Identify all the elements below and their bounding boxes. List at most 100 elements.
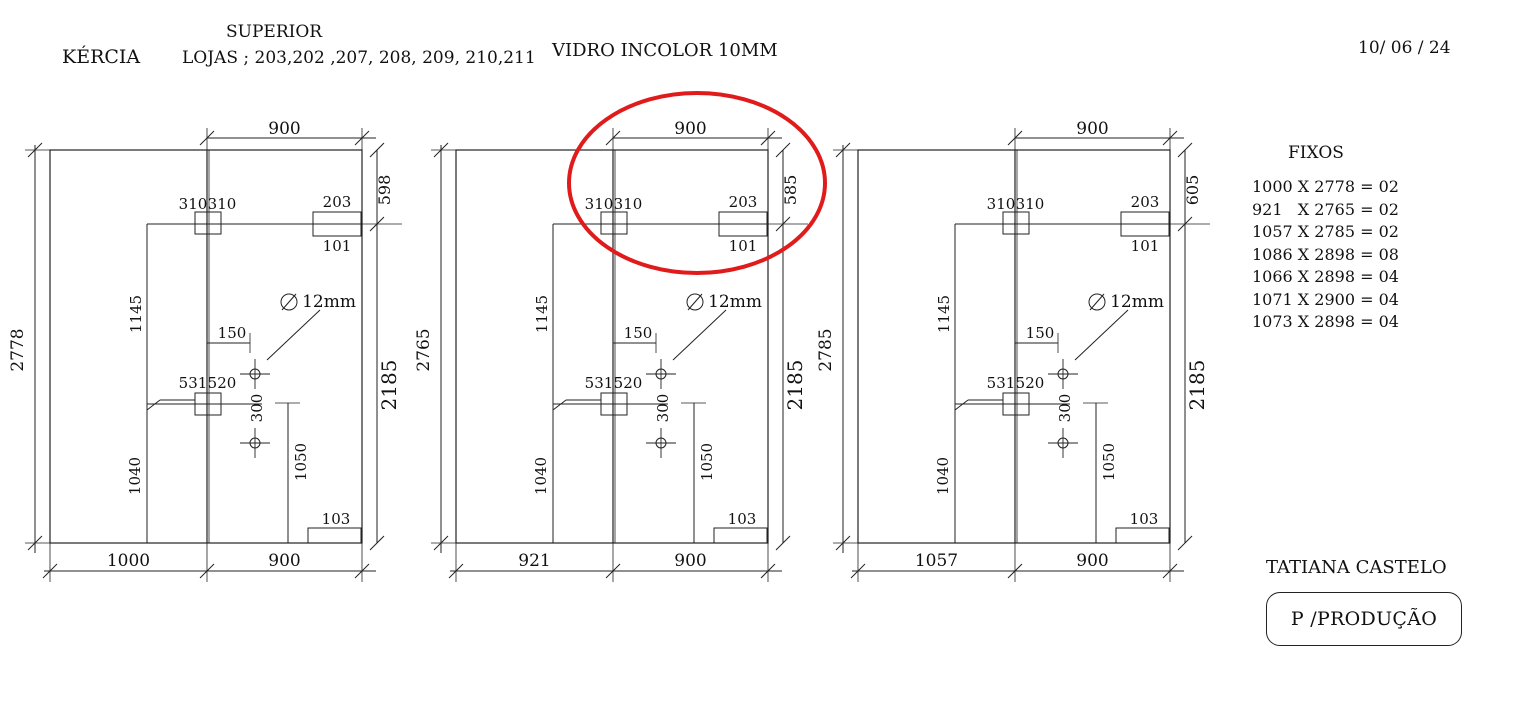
top-hinge-box xyxy=(194,211,222,235)
top-width-label: 900 xyxy=(268,119,300,139)
glass-outline xyxy=(49,149,363,544)
handle-offset-label: 150 xyxy=(1026,324,1055,342)
corner-notch xyxy=(1115,527,1170,544)
cut-bottom-label: 101 xyxy=(1131,237,1160,255)
hole-height-label: 1050 xyxy=(698,443,716,481)
height-label: 2765 xyxy=(414,328,434,371)
cut-top-label: 203 xyxy=(323,193,352,211)
hole-diameter-label: 12mm xyxy=(708,292,762,312)
hole-spacing-label: 300 xyxy=(248,394,266,423)
hole-height-label: 1050 xyxy=(292,443,310,481)
dimension-tick xyxy=(369,142,385,158)
diameter-symbol xyxy=(686,293,704,311)
fixo-item: 1066 X 2898 = 04 xyxy=(1252,267,1399,286)
fixos-title: FIXOS xyxy=(1288,143,1344,163)
fixo-item: 921 X 2765 = 02 xyxy=(1252,199,1399,219)
hinge-bottom-label: 520 xyxy=(1016,374,1045,392)
hinge-top-label: 310 xyxy=(585,195,614,213)
corner-notch xyxy=(713,527,768,544)
right-side-label: 2185 xyxy=(783,360,807,411)
stamp-label: P /PRODUÇÃO xyxy=(1290,608,1438,630)
leader-line xyxy=(266,309,321,361)
hinge-top-label: 310 xyxy=(614,195,643,213)
dimension-tick xyxy=(775,142,791,158)
lower-left-label: 1040 xyxy=(126,457,144,495)
left-width-label: 1057 xyxy=(915,551,958,571)
upper-left-label: 1145 xyxy=(127,295,145,333)
fixo-item: 1086 X 2898 = 08 xyxy=(1252,244,1399,264)
glass-outline xyxy=(455,149,769,544)
hinge-bottom-label: 520 xyxy=(614,374,643,392)
fixo-item: 1071 X 2900 = 04 xyxy=(1252,289,1399,309)
hinge-top-label: 310 xyxy=(208,195,237,213)
diameter-symbol xyxy=(281,293,297,311)
diameter-symbol xyxy=(1088,293,1106,311)
dimension-tick xyxy=(954,399,969,411)
left-width-label: 921 xyxy=(518,551,550,571)
production-stamp: P /PRODUÇÃO xyxy=(1266,592,1462,646)
diameter-symbol xyxy=(280,293,298,311)
top-right-label: 585 xyxy=(781,175,800,206)
corner-label: 103 xyxy=(1130,510,1159,528)
date-label: 10/ 06 / 24 xyxy=(1358,38,1451,58)
hinge-top-label: 310 xyxy=(987,195,1016,213)
left-width-label: 1000 xyxy=(107,551,150,571)
upper-left-label: 1145 xyxy=(533,295,551,333)
hinge-bottom-label: 520 xyxy=(208,374,237,392)
cut-bottom-label: 101 xyxy=(323,237,352,255)
right-side-label: 2185 xyxy=(1185,360,1209,411)
hinge-top-label: 310 xyxy=(1016,195,1045,213)
top-hinge-box xyxy=(600,211,628,235)
height-label: 2778 xyxy=(8,328,28,371)
top-width-label: 900 xyxy=(674,119,706,139)
hinge-top-label: 310 xyxy=(179,195,208,213)
top-right-label: 605 xyxy=(1183,175,1202,206)
height-label: 2785 xyxy=(816,328,836,371)
level-label: SUPERIOR xyxy=(226,22,323,42)
top-right-label: 598 xyxy=(375,175,394,206)
dimension-tick xyxy=(1177,535,1193,551)
dimension-tick xyxy=(369,535,385,551)
glass-outline xyxy=(857,149,1171,544)
diameter-symbol xyxy=(1089,293,1105,311)
handle-offset-label: 150 xyxy=(624,324,653,342)
corner-label: 103 xyxy=(728,510,757,528)
lower-left-label: 1040 xyxy=(532,457,550,495)
right-width-label: 900 xyxy=(268,551,300,571)
right-side-label: 2185 xyxy=(377,360,401,411)
right-width-label: 900 xyxy=(1076,551,1108,571)
cut-top-label: 203 xyxy=(729,193,758,211)
hinge-bottom-label: 531 xyxy=(987,374,1016,392)
hole-diameter-label: 12mm xyxy=(302,292,356,312)
cut-top-label: 203 xyxy=(1131,193,1160,211)
hole-height-label: 1050 xyxy=(1100,443,1118,481)
top-hinge-box xyxy=(1002,211,1030,235)
dimension-tick xyxy=(146,399,161,411)
fixo-item: 1057 X 2785 = 02 xyxy=(1252,222,1399,241)
client-name: KÉRCIA xyxy=(62,46,141,68)
upper-left-label: 1145 xyxy=(935,295,953,333)
designer-name: TATIANA CASTELO xyxy=(1266,557,1447,578)
fixo-item: 1000 X 2778 = 02 xyxy=(1252,177,1399,196)
dimension-tick xyxy=(1177,142,1193,158)
dimension-tick xyxy=(552,399,567,411)
handle-offset-label: 150 xyxy=(218,324,247,342)
material-label: VIDRO INCOLOR 10MM xyxy=(552,40,778,61)
hinge-bottom-label: 531 xyxy=(179,374,208,392)
dimension-tick xyxy=(775,535,791,551)
hole-spacing-label: 300 xyxy=(654,394,672,423)
highlight-ellipse xyxy=(567,91,827,275)
lower-left-label: 1040 xyxy=(934,457,952,495)
corner-notch xyxy=(307,527,362,544)
cut-bottom-label: 101 xyxy=(729,237,758,255)
right-width-label: 900 xyxy=(674,551,706,571)
leader-line xyxy=(672,309,727,361)
fixos-list: 1000 X 2778 = 02 921 X 2765 = 02 1057 X … xyxy=(1252,176,1399,334)
fixo-item: 1073 X 2898 = 04 xyxy=(1252,312,1399,331)
hole-diameter-label: 12mm xyxy=(1110,292,1164,312)
hole-spacing-label: 300 xyxy=(1056,394,1074,423)
diameter-symbol xyxy=(687,293,703,311)
